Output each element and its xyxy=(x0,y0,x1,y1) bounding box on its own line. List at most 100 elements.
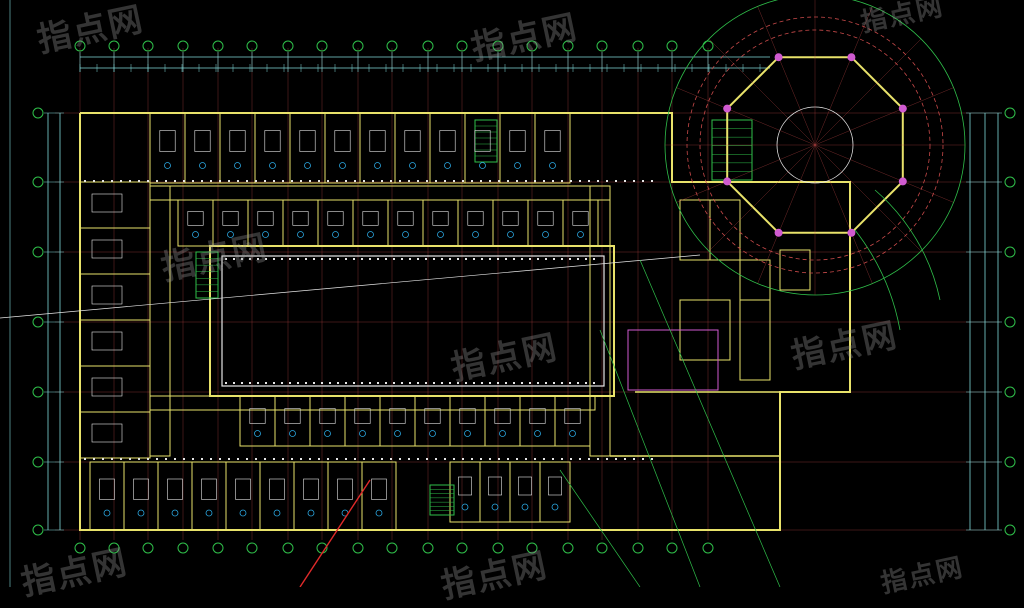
wall-dot xyxy=(257,382,259,384)
axis-bubble xyxy=(108,542,120,554)
wall-dot xyxy=(471,180,473,182)
rotunda-radial xyxy=(814,87,954,146)
wall-dot xyxy=(425,382,427,384)
wall-dot xyxy=(408,458,410,460)
wall-dot xyxy=(513,382,515,384)
wall-dot xyxy=(102,458,104,460)
wall-dot xyxy=(489,258,491,260)
fixture-mark xyxy=(359,430,366,437)
wall-dot xyxy=(337,258,339,260)
wall-dot xyxy=(651,180,653,182)
wall-dot xyxy=(174,458,176,460)
fixture-mark xyxy=(199,162,206,169)
fixture-mark xyxy=(464,430,471,437)
wall-dot xyxy=(417,180,419,182)
bed-outline xyxy=(439,130,456,152)
wall-dot xyxy=(593,258,595,260)
bed-outline xyxy=(133,478,149,500)
wall-dot xyxy=(577,258,579,260)
rotunda-radial xyxy=(814,6,873,146)
wall-dot xyxy=(651,458,653,460)
wall-dot xyxy=(138,180,140,182)
guest-room xyxy=(554,395,591,447)
axis-bubble xyxy=(666,542,678,554)
axis-bubble xyxy=(282,542,294,554)
axis-bubble xyxy=(456,542,468,554)
wall-dot xyxy=(457,382,459,384)
bed-outline xyxy=(249,408,266,424)
wall-dot xyxy=(313,258,315,260)
bed-outline xyxy=(91,377,123,397)
fixture-mark xyxy=(507,231,514,238)
service-room xyxy=(739,299,771,381)
bed-outline xyxy=(235,478,251,500)
wall-dot xyxy=(329,382,331,384)
wall-dot xyxy=(588,180,590,182)
wall-dot xyxy=(543,180,545,182)
wall-dot xyxy=(417,258,419,260)
wall-dot xyxy=(453,180,455,182)
fixture-mark xyxy=(192,231,199,238)
rotunda-radial xyxy=(814,144,922,252)
axis-bubble xyxy=(1004,176,1016,188)
wall-dot xyxy=(399,458,401,460)
bed-outline xyxy=(229,130,246,152)
wall-dot xyxy=(481,258,483,260)
wall-dot xyxy=(588,458,590,460)
wall-dot xyxy=(498,458,500,460)
diagonal-line xyxy=(299,479,371,587)
wall-dot xyxy=(93,458,95,460)
wall-dot xyxy=(377,258,379,260)
wall-dot xyxy=(505,382,507,384)
bed-outline xyxy=(397,211,414,226)
wall-dot xyxy=(401,258,403,260)
wall-dot xyxy=(225,382,227,384)
bed-outline xyxy=(432,211,449,226)
fixture-mark xyxy=(472,231,479,238)
bed-outline xyxy=(544,130,561,152)
wall-dot xyxy=(570,180,572,182)
wall-dot xyxy=(249,258,251,260)
axis-bubble xyxy=(352,542,364,554)
stair xyxy=(195,251,219,299)
rotunda-radial xyxy=(814,144,954,203)
fixture-mark xyxy=(307,509,315,517)
axis-bubble xyxy=(702,542,714,554)
wall-dot xyxy=(593,382,595,384)
axis-bubble xyxy=(142,542,154,554)
bed-outline xyxy=(467,211,484,226)
axis-bubble xyxy=(456,40,468,52)
fixture-mark xyxy=(551,503,559,511)
rotunda-radial xyxy=(757,6,816,146)
wall-segment xyxy=(610,455,781,530)
circular-rotunda xyxy=(664,0,966,331)
wall-dot xyxy=(264,458,266,460)
axis-bubble xyxy=(246,40,258,52)
wall-dot xyxy=(390,458,392,460)
bed-outline xyxy=(362,211,379,226)
bed-outline xyxy=(201,478,217,500)
wall-dot xyxy=(264,180,266,182)
axis-bubble xyxy=(562,40,574,52)
wall-dot xyxy=(480,458,482,460)
wall-dot xyxy=(219,180,221,182)
wall-dot xyxy=(282,458,284,460)
rotunda-radial xyxy=(676,87,816,146)
wall-dot xyxy=(507,180,509,182)
fixture-mark xyxy=(521,503,529,511)
wall-dot xyxy=(233,258,235,260)
wall-dot xyxy=(521,258,523,260)
wall-dot xyxy=(201,180,203,182)
bed-outline xyxy=(404,130,421,152)
rotunda-radial xyxy=(708,38,816,146)
axis-bubble xyxy=(422,40,434,52)
wall-dot xyxy=(473,382,475,384)
fixture-mark xyxy=(171,509,179,517)
fixture-mark xyxy=(164,162,171,169)
rotunda-radial xyxy=(708,144,816,252)
wall-dot xyxy=(372,458,374,460)
fixture-mark xyxy=(339,162,346,169)
wall-dot xyxy=(84,180,86,182)
wall-dot xyxy=(426,180,428,182)
wall-dot xyxy=(249,382,251,384)
